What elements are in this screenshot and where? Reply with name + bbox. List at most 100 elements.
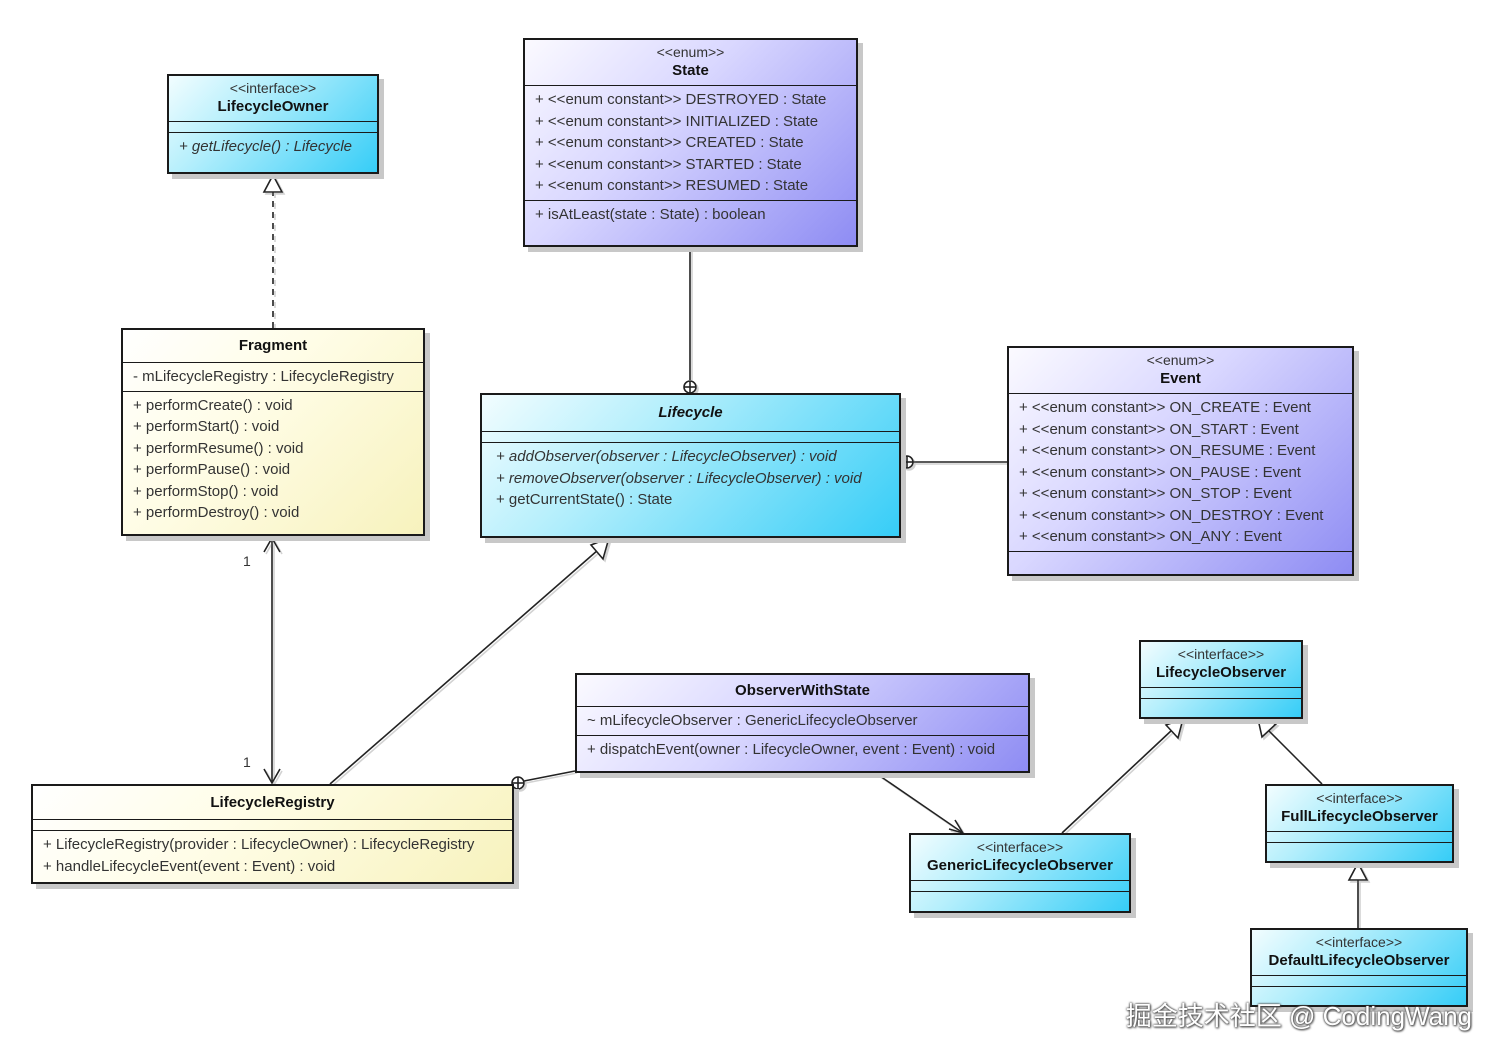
class-header: <<interface>> DefaultLifecycleObserver bbox=[1252, 930, 1466, 975]
realization-fragment-lifecycleowner bbox=[262, 173, 284, 328]
class-fragment[interactable]: Fragment - mLifecycleRegistry : Lifecycl… bbox=[121, 328, 425, 536]
operation: + handleLifecycleEvent(event : Event) : … bbox=[43, 857, 336, 875]
class-header: Fragment bbox=[123, 330, 423, 362]
operations-compartment: + performCreate() : void + performStart(… bbox=[123, 390, 423, 527]
nesting-event-lifecycle bbox=[900, 455, 1007, 469]
enum-constant: + <<enum constant>> ON_RESUME : Event bbox=[1019, 442, 1316, 459]
class-name: LifecycleRegistry bbox=[210, 794, 335, 811]
operation: + performCreate() : void bbox=[133, 396, 293, 414]
watermark-text: 掘金技术社区 @ CodingWang bbox=[1125, 1001, 1472, 1031]
stereotype: <<interface>> bbox=[976, 839, 1064, 855]
enum-constant: + <<enum constant>> ON_PAUSE : Event bbox=[1019, 463, 1301, 481]
operation: + getCurrentState() : State bbox=[496, 491, 673, 508]
class-event[interactable]: <<enum>> Event + <<enum constant>> ON_CR… bbox=[1007, 346, 1354, 576]
class-name: FullLifecycleObserver bbox=[1281, 808, 1438, 825]
operation: + performPause() : void bbox=[133, 461, 291, 478]
class-name: Fragment bbox=[238, 337, 308, 354]
stereotype: <<enum>> bbox=[656, 44, 725, 60]
operation: + performDestroy() : void bbox=[133, 504, 300, 521]
enum-constant: + <<enum constant>> STARTED : State bbox=[535, 155, 802, 173]
operation: + LifecycleRegistry(provider : Lifecycle… bbox=[43, 836, 475, 853]
enum-constant: + <<enum constant>> INITIALIZED : State bbox=[535, 112, 819, 130]
class-header: <<interface>> LifecycleOwner bbox=[169, 76, 377, 121]
attributes-compartment bbox=[169, 121, 377, 132]
class-name: LifecycleOwner bbox=[217, 98, 329, 115]
enum-constant: + <<enum constant>> ON_STOP : Event bbox=[1019, 485, 1292, 502]
operation: + getLifecycle() : Lifecycle bbox=[179, 138, 352, 155]
attributes-compartment bbox=[1267, 831, 1452, 842]
enum-constant: + <<enum constant>> ON_DESTROY : Event bbox=[1019, 506, 1324, 524]
attributes-compartment: + <<enum constant>> ON_CREATE : Event + … bbox=[1009, 393, 1352, 551]
generalization-default-full bbox=[1347, 861, 1369, 928]
class-header: <<interface>> LifecycleObserver bbox=[1141, 642, 1301, 687]
attributes-compartment bbox=[1252, 975, 1466, 986]
operation: + performResume() : void bbox=[133, 439, 304, 457]
attributes-compartment bbox=[911, 880, 1129, 891]
class-lifecycle-owner[interactable]: <<interface>> LifecycleOwner + getLifecy… bbox=[167, 74, 379, 174]
enum-constant: + <<enum constant>> ON_START : Event bbox=[1019, 420, 1299, 438]
class-observer-with-state[interactable]: ObserverWithState ~ mLifecycleObserver :… bbox=[575, 673, 1030, 773]
nesting-state-lifecycle bbox=[683, 248, 697, 394]
attributes-compartment bbox=[1141, 687, 1301, 698]
class-lifecycle-observer[interactable]: <<interface>> LifecycleObserver bbox=[1139, 640, 1303, 719]
operations-compartment bbox=[1252, 986, 1466, 997]
attributes-compartment: + <<enum constant>> DESTROYED : State + … bbox=[525, 85, 856, 200]
class-header: <<interface>> FullLifecycleObserver bbox=[1267, 786, 1452, 831]
attribute: ~ mLifecycleObserver : GenericLifecycleO… bbox=[587, 712, 918, 729]
stereotype: <<interface>> bbox=[229, 80, 317, 96]
enum-constant: + <<enum constant>> CREATED : State bbox=[535, 134, 804, 151]
enum-constant: + <<enum constant>> RESUMED : State bbox=[535, 177, 809, 194]
operations-compartment bbox=[911, 891, 1129, 902]
operations-compartment bbox=[1009, 550, 1352, 562]
operations-compartment: + LifecycleRegistry(provider : Lifecycle… bbox=[33, 830, 512, 880]
class-lifecycle[interactable]: Lifecycle + addObserver(observer : Lifec… bbox=[480, 393, 901, 538]
attributes-compartment bbox=[33, 819, 512, 830]
enum-constant: + <<enum constant>> ON_ANY : Event bbox=[1019, 528, 1282, 545]
operations-compartment bbox=[1141, 698, 1301, 709]
class-state[interactable]: <<enum>> State + <<enum constant>> DESTR… bbox=[523, 38, 858, 247]
class-default-lifecycle-observer[interactable]: <<interface>> DefaultLifecycleObserver bbox=[1250, 928, 1468, 1007]
attributes-compartment: ~ mLifecycleObserver : GenericLifecycleO… bbox=[577, 706, 1028, 735]
multiplicity-registry-end: 1 bbox=[243, 754, 251, 770]
generalization-generic-lifecycleobserver bbox=[1061, 717, 1185, 834]
class-header: LifecycleRegistry bbox=[33, 786, 512, 819]
class-name: Event bbox=[1160, 370, 1201, 387]
class-header: <<interface>> GenericLifecycleObserver bbox=[911, 835, 1129, 880]
class-header: <<enum>> Event bbox=[1009, 348, 1352, 393]
class-header: Lifecycle bbox=[482, 395, 899, 431]
operation: + addObserver(observer : LifecycleObserv… bbox=[496, 448, 837, 465]
stereotype: <<interface>> bbox=[1316, 790, 1403, 806]
enum-constant: + <<enum constant>> ON_CREATE : Event bbox=[1019, 399, 1311, 416]
class-generic-lifecycle-observer[interactable]: <<interface>> GenericLifecycleObserver bbox=[909, 833, 1131, 913]
class-lifecycle-registry[interactable]: LifecycleRegistry + LifecycleRegistry(pr… bbox=[31, 784, 514, 884]
class-name: LifecycleObserver bbox=[1155, 664, 1287, 681]
class-full-lifecycle-observer[interactable]: <<interface>> FullLifecycleObserver bbox=[1265, 784, 1454, 863]
operation: + performStop() : void bbox=[133, 482, 279, 500]
class-name: Lifecycle bbox=[658, 404, 723, 421]
association-observerwithstate-generic bbox=[876, 773, 965, 835]
operation: + dispatchEvent(owner : LifecycleOwner, … bbox=[587, 740, 996, 758]
operation: + isAtLeast(state : State) : boolean bbox=[535, 205, 766, 223]
operations-compartment: + isAtLeast(state : State) : boolean bbox=[525, 199, 856, 229]
stereotype: <<enum>> bbox=[1146, 352, 1215, 368]
generalization-registry-lifecycle bbox=[329, 536, 611, 785]
class-name: DefaultLifecycleObserver bbox=[1268, 952, 1450, 969]
enum-constant: + <<enum constant>> DESTROYED : State bbox=[535, 91, 827, 108]
operations-compartment: + addObserver(observer : LifecycleObserv… bbox=[482, 442, 899, 514]
class-header: ObserverWithState bbox=[577, 675, 1028, 706]
operations-compartment bbox=[1267, 842, 1452, 853]
stereotype: <<interface>> bbox=[1315, 934, 1403, 950]
nesting-observerwithstate-registry bbox=[511, 770, 576, 790]
operation: + removeObserver(observer : LifecycleObs… bbox=[496, 469, 862, 487]
operation: + performStart() : void bbox=[133, 418, 280, 435]
operations-compartment: + getLifecycle() : Lifecycle bbox=[169, 132, 377, 161]
class-header: <<enum>> State bbox=[525, 40, 856, 85]
class-name: State bbox=[672, 62, 709, 79]
operations-compartment: + dispatchEvent(owner : LifecycleOwner, … bbox=[577, 734, 1028, 764]
association-fragment-registry bbox=[263, 536, 281, 785]
stereotype: <<interface>> bbox=[1177, 646, 1265, 662]
attributes-compartment: - mLifecycleRegistry : LifecycleRegistry bbox=[123, 362, 423, 391]
multiplicity-fragment-end: 1 bbox=[243, 553, 251, 569]
class-name: ObserverWithState bbox=[735, 682, 870, 699]
